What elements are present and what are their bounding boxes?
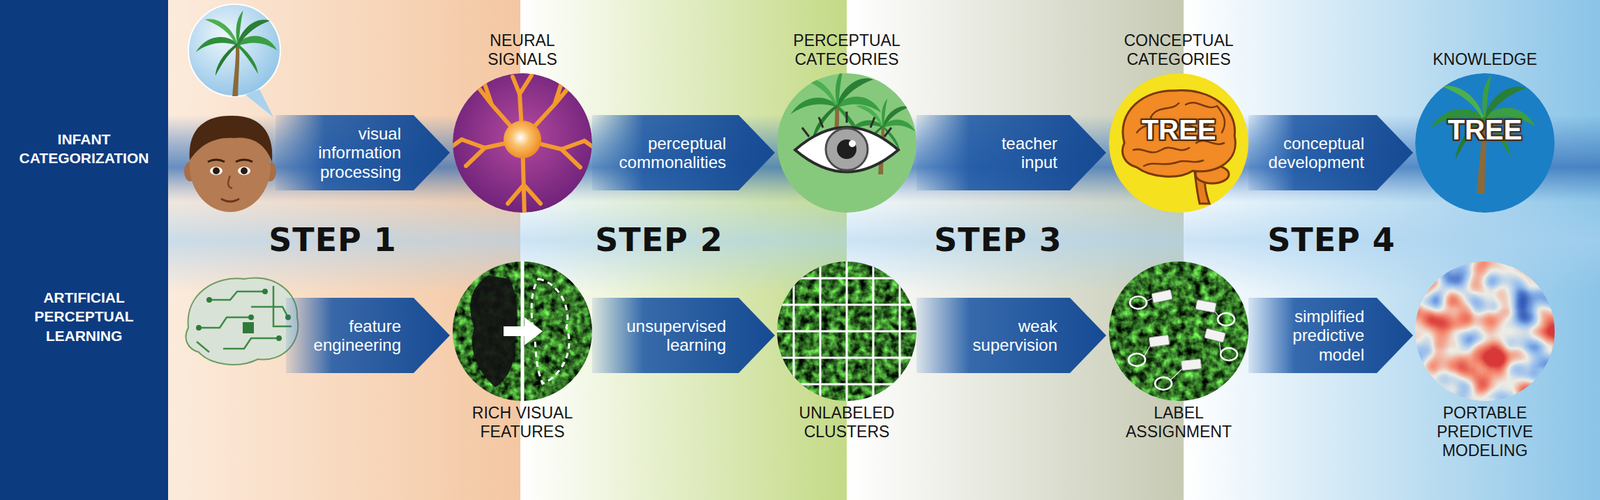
circle-word: TREE [1141, 114, 1217, 146]
arrow-body [916, 115, 1107, 191]
process-arrow: visual information processing [275, 115, 450, 191]
circle-heading: PORTABLE PREDICTIVE MODELING [1422, 403, 1548, 461]
stage-circle: CONCEPTUAL CATEGORIESTREE [1108, 73, 1249, 213]
stage-circle: PORTABLE PREDICTIVE MODELING [1415, 261, 1555, 402]
stage-circle: KNOWLEDGETREE [1415, 73, 1555, 213]
process-arrow: unsupervised learning [592, 297, 775, 374]
heatmap-illustration [1408, 254, 1562, 409]
step-label: STEP 4 [1267, 221, 1396, 259]
arrow-body [1248, 115, 1414, 191]
circle-heading: CONCEPTUAL CATEGORIES [1115, 31, 1242, 70]
arrow-label: perceptual commonalities [610, 133, 727, 172]
arrow-body [592, 297, 775, 374]
circle-heading: PERCEPTUAL CATEGORIES [783, 31, 910, 70]
stage-circle: LABEL ASSIGNMENT [1108, 261, 1249, 402]
process-arrow: teacher input [916, 115, 1107, 191]
row-header: INFANT CATEGORIZATION [5, 129, 163, 169]
stage-circle: UNLABELED CLUSTERS [776, 261, 917, 402]
arrow-body [916, 297, 1107, 374]
circle-heading: KNOWLEDGE [1422, 50, 1548, 70]
step-label: STEP 1 [268, 221, 397, 259]
stage-circle: PERCEPTUAL CATEGORIES [776, 73, 917, 213]
eye-illustration [776, 68, 917, 213]
process-arrow: conceptual development [1248, 115, 1414, 191]
arrow-body [285, 297, 450, 374]
arrow-label: conceptual development [1259, 133, 1365, 172]
process-arrow: weak supervision [916, 297, 1107, 374]
arrow-label: teacher input [987, 133, 1058, 172]
circle-heading: LABEL ASSIGNMENT [1115, 403, 1242, 442]
process-arrow: simplified predictive model [1248, 297, 1414, 374]
neuron-illustration [451, 69, 595, 217]
row-header: ARTIFICIAL PERCEPTUAL LEARNING [5, 288, 163, 346]
step-label: STEP 3 [933, 221, 1063, 259]
circle-word: TREE [1447, 114, 1523, 146]
arrow-label: unsupervised learning [610, 316, 727, 355]
stage-circle: RICH VISUAL FEATURES [452, 261, 593, 402]
arrow-label: visual information processing [310, 124, 402, 181]
arrow-body [592, 115, 775, 191]
step-label: STEP 2 [594, 221, 724, 259]
process-arrow: feature engineering [285, 297, 450, 374]
knowledge-illustration [1415, 73, 1555, 213]
arrow-body [1248, 297, 1414, 374]
circuit-brain [185, 278, 298, 365]
arrow-label: weak supervision [959, 316, 1058, 355]
infant-face [184, 4, 281, 213]
arrow-body [275, 115, 450, 191]
circle-heading: RICH VISUAL FEATURES [459, 403, 586, 442]
arrow-label: simplified predictive model [1284, 306, 1365, 364]
arrow-shape [916, 115, 1107, 191]
rich-features-illustration [446, 254, 600, 409]
row-header-band: INFANT CATEGORIZATION ARTIFICIAL PERCEPTU… [0, 0, 169, 500]
circle-heading: NEURAL SIGNALS [459, 31, 586, 70]
brain-illustration [1108, 73, 1249, 213]
clusters-illustration [770, 254, 924, 409]
arrow-label: feature engineering [303, 316, 402, 355]
process-arrow: perceptual commonalities [592, 115, 775, 191]
labels-illustration [1102, 254, 1256, 409]
circle-heading: UNLABELED CLUSTERS [783, 403, 910, 442]
stage-circle: NEURAL SIGNALS [452, 73, 593, 213]
